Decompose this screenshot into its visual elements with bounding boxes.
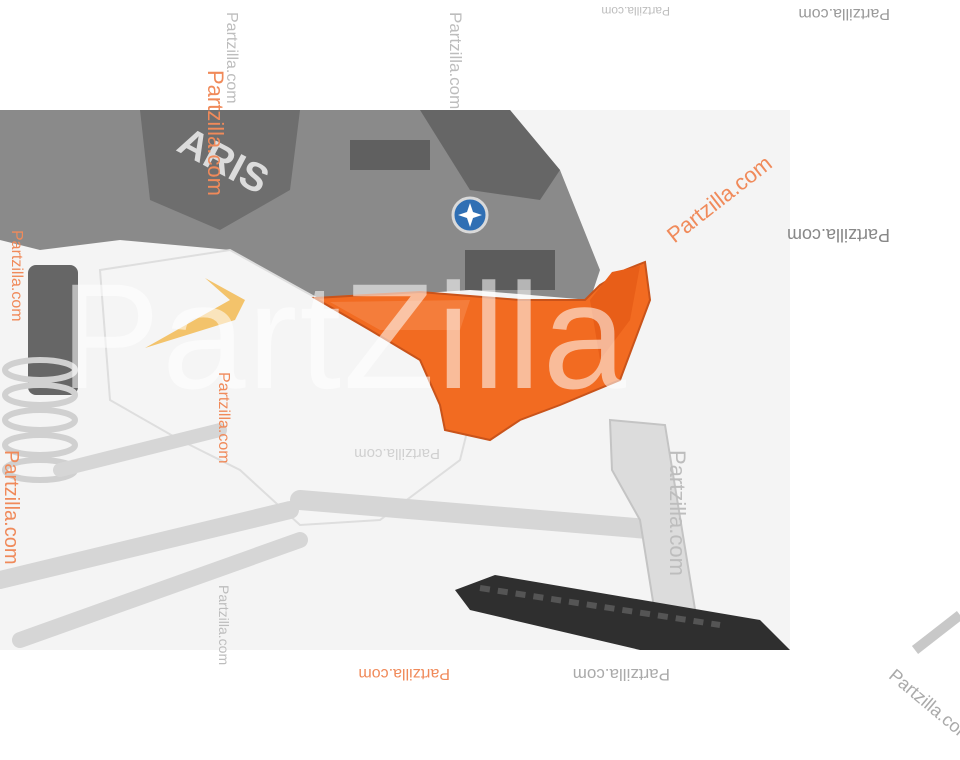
- hood-side-panel: [140, 110, 300, 230]
- bumper-highlight: [330, 300, 470, 330]
- suspension-arms: [0, 423, 670, 648]
- frame-bar: [911, 611, 960, 654]
- reflector-chevron: [145, 278, 245, 348]
- bumper-upright: [590, 266, 640, 360]
- shock-spring: [2, 357, 78, 483]
- hood-vent: [420, 110, 560, 200]
- upper-grille: [350, 140, 430, 170]
- lower-grille: [465, 250, 555, 290]
- star-icon: [458, 203, 482, 227]
- ski-tread: [479, 585, 721, 628]
